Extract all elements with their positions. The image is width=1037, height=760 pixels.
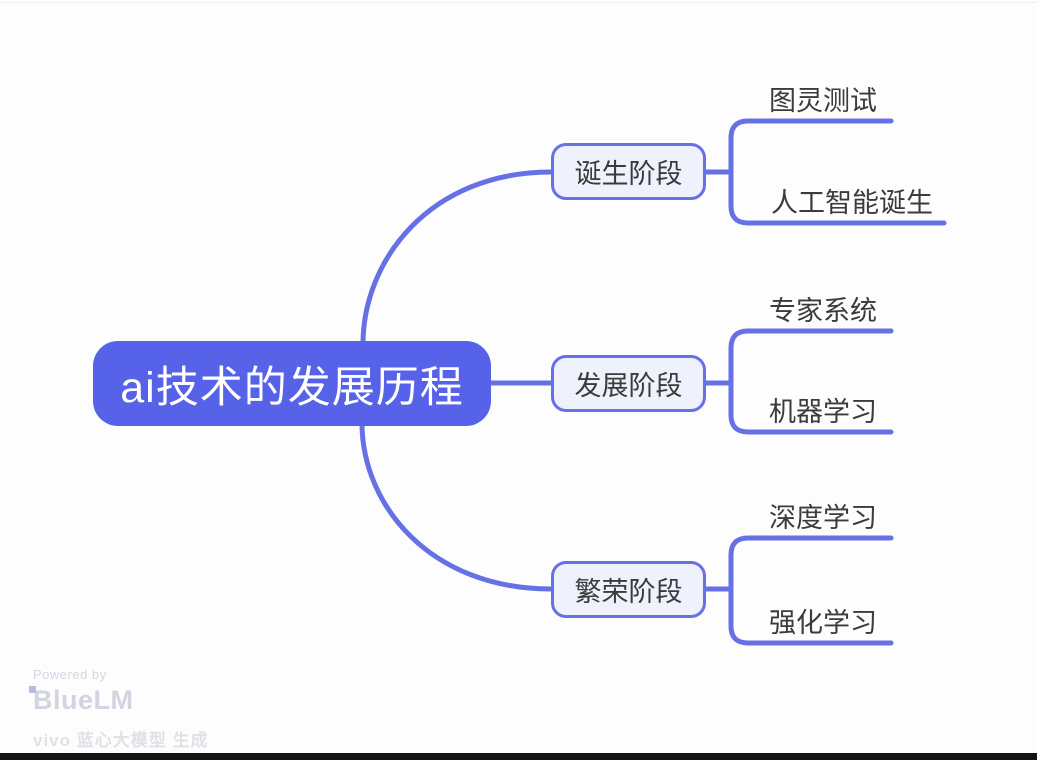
underline-ai-born <box>728 169 947 226</box>
branch-node-growth-stage: 发展阶段 <box>551 355 706 412</box>
underline-machine-learning <box>728 380 894 435</box>
connector-root-to-birth <box>360 169 554 347</box>
branch-node-boom-stage: 繁荣阶段 <box>551 561 706 618</box>
leaf-turing-test: 图灵测试 <box>769 86 877 116</box>
watermark: Powered by BlueLM vivo 蓝心大模型 生成 <box>29 667 209 751</box>
underline-turing-test <box>728 118 894 175</box>
leaf-deep-learning: 深度学习 <box>769 503 877 533</box>
underline-reinforcement-learning <box>728 586 894 646</box>
watermark-caption: vivo 蓝心大模型 生成 <box>33 731 209 750</box>
leaf-expert-system: 专家系统 <box>769 296 877 326</box>
underline-deep-learning <box>728 535 894 592</box>
underline-expert-system <box>728 328 894 386</box>
root-node: ai技术的发展历程 <box>93 341 491 426</box>
leaf-ai-born: 人工智能诞生 <box>771 188 933 218</box>
bottom-black-bar <box>0 753 1037 760</box>
connector-root-to-boom <box>359 420 554 592</box>
branch-label: 繁荣阶段 <box>574 577 683 607</box>
leaf-machine-learning: 机器学习 <box>769 397 877 427</box>
brand-name-text: BlueLM <box>33 685 134 715</box>
powered-by-text: Powered by <box>33 667 107 682</box>
top-edge-line <box>0 2 1037 3</box>
branch-label: 诞生阶段 <box>574 159 683 189</box>
root-node-label: ai技术的发展历程 <box>120 363 464 412</box>
leaf-reinforcement-learning: 强化学习 <box>769 608 877 638</box>
branch-label: 发展阶段 <box>574 371 683 401</box>
bluelm-square-icon <box>29 686 36 693</box>
brand-row: BlueLM <box>29 685 208 716</box>
branch-node-birth-stage: 诞生阶段 <box>551 143 706 200</box>
